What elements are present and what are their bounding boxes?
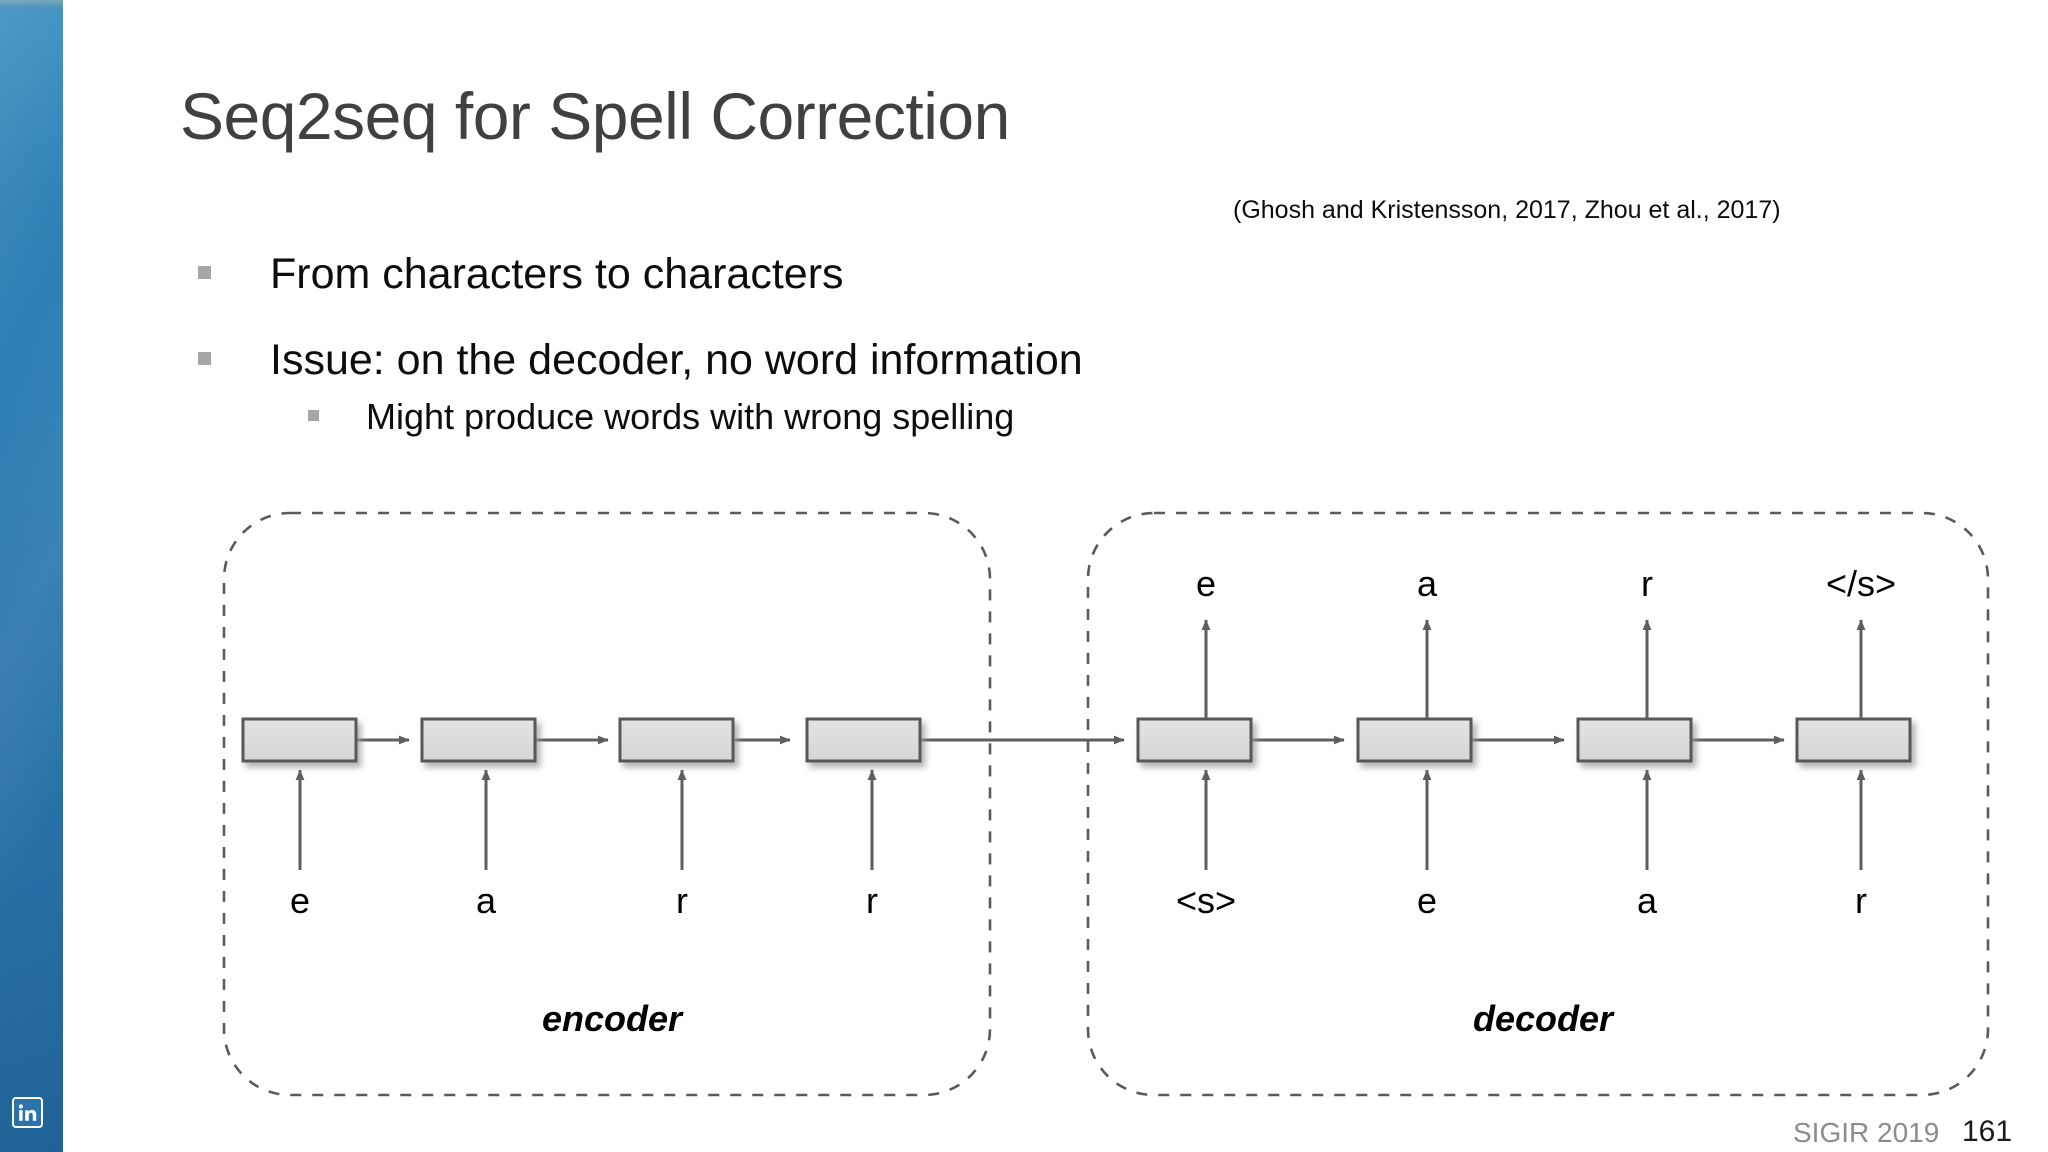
decoder-group-label: decoder (1472, 998, 1614, 1039)
bullet-item-3-label: Might produce words with wrong spelling (366, 396, 1015, 437)
bullet-marker-icon (198, 352, 211, 365)
bullet-item-2-label: Issue: on the decoder, no word informati… (270, 336, 1083, 384)
decoder-output-0: e (1195, 563, 1217, 604)
bullet-marker-icon (308, 410, 319, 421)
bullet-item-2: Issue: on the decoder, no word informati… (198, 336, 1498, 396)
bullet-item-3: Might produce words with wrong spelling (198, 396, 1498, 456)
bullet-list: From characters to characters Issue: on … (198, 250, 1498, 456)
bullet-item-1: From characters to characters (198, 250, 1498, 336)
decoder-cells (1136, 717, 1912, 763)
decoder-input-0: <s> (1175, 880, 1237, 921)
left-accent-bar (0, 0, 63, 1152)
footer-page-number: 161 (1962, 1115, 2013, 1148)
page-title: Seq2seq for Spell Correction (180, 79, 1010, 153)
decoder-input-1: e (1416, 880, 1438, 921)
decoder-output-1: a (1416, 563, 1438, 604)
encoder-input-3: r (866, 880, 878, 921)
decoder-output-3: </s> (1825, 563, 1897, 604)
citation-reference: (Ghosh and Kristensson, 2017, Zhou et al… (1233, 196, 1781, 224)
encoder-input-1: a (475, 880, 497, 921)
encoder-input-0: e (289, 880, 311, 921)
decoder-input-2: a (1636, 880, 1658, 921)
accent-bar-sheen (0, 0, 63, 1152)
accent-bar-top-cap (0, 0, 63, 9)
encoder-group-label: encoder (541, 998, 683, 1039)
linkedin-icon (12, 1097, 43, 1128)
decoder-input-3: r (1855, 880, 1867, 921)
bullet-item-1-label: From characters to characters (270, 250, 844, 298)
bullet-marker-icon (198, 266, 211, 279)
encoder-input-2: r (676, 880, 688, 921)
decoder-output-2: r (1641, 563, 1653, 604)
encoder-cells (241, 717, 922, 763)
footer-conference-label: SIGIR 2019 (1793, 1117, 1940, 1148)
